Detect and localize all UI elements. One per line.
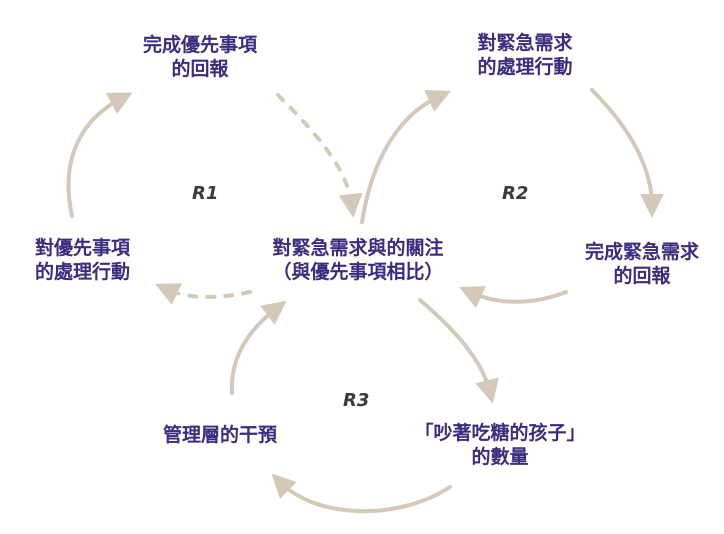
- arrow-priority-action-to-reward: [66, 92, 133, 218]
- node-urgent-attention-line2: （與優先事項相比）: [272, 261, 444, 283]
- arrow-urgent-action-to-urgent-reward: [590, 88, 664, 218]
- node-priority-reward-line1: 完成優先事項: [142, 34, 257, 56]
- node-urgent-action: 對緊急需求 的處理行動: [430, 31, 620, 79]
- node-squeaky-wheels: 「吵著吃糖的孩子」 的數量: [395, 421, 605, 469]
- node-squeaky-wheels-line2: 的數量: [471, 446, 529, 468]
- loop-label-r2: R2: [502, 183, 529, 204]
- node-priority-action-line2: 的處理行動: [34, 261, 130, 283]
- node-urgent-reward-line2: 的回報: [613, 265, 671, 287]
- node-management-line1: 管理層的干預: [162, 424, 277, 446]
- node-priority-reward: 完成優先事項 的回報: [110, 33, 290, 81]
- node-priority-reward-line2: 的回報: [171, 58, 229, 80]
- dashed-arrow-reward-to-attention: [276, 93, 363, 218]
- node-management: 管理層的干預: [140, 423, 300, 447]
- loop-label-r1: R1: [192, 183, 219, 204]
- node-urgent-action-line1: 對緊急需求: [477, 32, 573, 54]
- arrow-management-to-attention: [229, 300, 287, 395]
- node-urgent-attention: 對緊急需求與的關注 （與優先事項相比）: [238, 236, 478, 284]
- node-urgent-reward: 完成緊急需求 的回報: [560, 240, 724, 288]
- node-urgent-attention-line1: 對緊急需求與的關注: [272, 237, 444, 259]
- arrow-squeaky-wheels-to-management: [271, 473, 452, 514]
- arrow-attention-to-urgent-action: [360, 90, 451, 224]
- node-urgent-reward-line1: 完成緊急需求: [584, 241, 699, 263]
- node-priority-action: 對優先事項 的處理行動: [10, 236, 155, 284]
- arrow-attention-to-squeaky-wheels: [418, 298, 499, 404]
- node-priority-action-line1: 對優先事項: [34, 237, 130, 259]
- node-squeaky-wheels-line1: 「吵著吃糖的孩子」: [414, 422, 586, 444]
- dashed-arrow-attention-to-priority-action: [155, 283, 252, 305]
- loop-label-r3: R3: [343, 390, 370, 411]
- arrow-urgent-reward-to-attention: [459, 286, 568, 308]
- node-urgent-action-line2: 的處理行動: [477, 56, 573, 78]
